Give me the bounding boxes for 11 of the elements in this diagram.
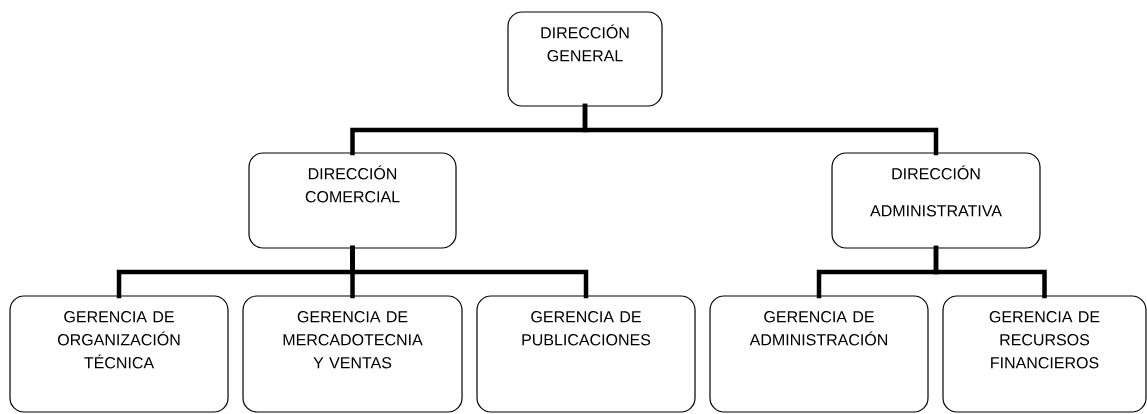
connector-line bbox=[933, 245, 1047, 299]
org-box: GERENCIA DE RECURSOS FINANCIEROS bbox=[942, 295, 1147, 413]
connector-line bbox=[582, 103, 939, 156]
org-box: DIRECCIÓN COMERCIAL bbox=[248, 152, 457, 249]
org-box: GERENCIA DE ADMINISTRACIÓN bbox=[709, 295, 929, 413]
org-box: DIRECCIÓN GENERAL bbox=[507, 11, 663, 107]
org-box: GERENCIA DE PUBLICACIONES bbox=[476, 295, 696, 413]
org-box: DIRECCIÓN ADMINISTRATIVA bbox=[831, 152, 1041, 249]
connector-line bbox=[350, 245, 589, 299]
org-box: GERENCIA DE MERCADOTECNIA Y VENTAS bbox=[242, 295, 463, 413]
org-box: GERENCIA DE ORGANIZACIÓN TÉCNICA bbox=[9, 295, 229, 413]
